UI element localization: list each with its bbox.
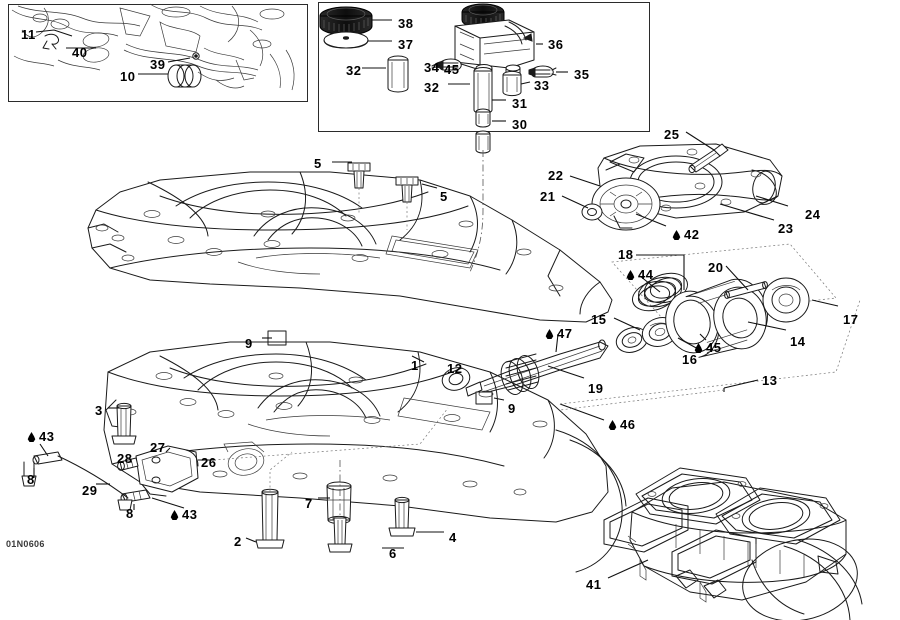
callout-16: 16 bbox=[682, 352, 698, 367]
callout-45: 45 bbox=[694, 341, 721, 354]
callout-3: 3 bbox=[95, 403, 103, 418]
callout-9a: 9 bbox=[245, 336, 253, 351]
callout-45t: 45 bbox=[444, 62, 460, 77]
callout-42: 42 bbox=[672, 228, 699, 241]
callout-25: 25 bbox=[664, 127, 680, 142]
callout-47: 47 bbox=[545, 327, 572, 340]
callout-37: 37 bbox=[398, 37, 414, 52]
callout-9b: 9 bbox=[508, 401, 516, 416]
callout-15: 15 bbox=[591, 312, 607, 327]
callout-35: 35 bbox=[574, 67, 590, 82]
callout-14: 14 bbox=[790, 334, 806, 349]
callout-36: 36 bbox=[548, 37, 564, 52]
callout-8a: 8 bbox=[27, 472, 35, 487]
callout-32b: 32 bbox=[424, 80, 440, 95]
callout-28: 28 bbox=[117, 451, 133, 466]
callout-23: 23 bbox=[778, 221, 794, 236]
callout-5a: 5 bbox=[314, 156, 322, 171]
callout-19: 19 bbox=[588, 381, 604, 396]
callout-18: 18 bbox=[618, 247, 634, 262]
callout-44: 44 bbox=[626, 268, 653, 281]
callout-17: 17 bbox=[843, 312, 859, 327]
callout-26: 26 bbox=[201, 455, 217, 470]
callout-24: 24 bbox=[805, 207, 821, 222]
callout-1: 1 bbox=[411, 358, 419, 373]
callout-20: 20 bbox=[708, 260, 724, 275]
callout-38: 38 bbox=[398, 16, 414, 31]
callout-10: 10 bbox=[120, 69, 136, 84]
callout-7: 7 bbox=[305, 496, 313, 511]
diagram-code: 01N0606 bbox=[6, 539, 45, 549]
callout-31: 31 bbox=[512, 96, 528, 111]
callout-27: 27 bbox=[150, 440, 166, 455]
callout-12: 12 bbox=[447, 361, 463, 376]
callout-11: 11 bbox=[21, 27, 36, 42]
left-detail-inset-frame bbox=[8, 4, 308, 102]
callout-30: 30 bbox=[512, 117, 528, 132]
callout-39: 39 bbox=[150, 57, 166, 72]
callout-4: 4 bbox=[449, 530, 457, 545]
callout-13: 13 bbox=[762, 373, 778, 388]
callout-5b: 5 bbox=[440, 189, 448, 204]
callout-21: 21 bbox=[540, 189, 556, 204]
callout-40: 40 bbox=[72, 45, 88, 60]
callout-43a: 43 bbox=[27, 430, 54, 443]
callout-41: 41 bbox=[586, 577, 602, 592]
callout-32a: 32 bbox=[346, 63, 362, 78]
callout-46: 46 bbox=[608, 418, 635, 431]
callout-34: 34 bbox=[424, 60, 440, 75]
callout-29: 29 bbox=[82, 483, 98, 498]
callout-2: 2 bbox=[234, 534, 242, 549]
callout-33: 33 bbox=[534, 78, 550, 93]
callout-22: 22 bbox=[548, 168, 564, 183]
callout-6: 6 bbox=[389, 546, 397, 561]
callout-8b: 8 bbox=[126, 506, 134, 521]
callout-43b: 43 bbox=[170, 508, 197, 521]
